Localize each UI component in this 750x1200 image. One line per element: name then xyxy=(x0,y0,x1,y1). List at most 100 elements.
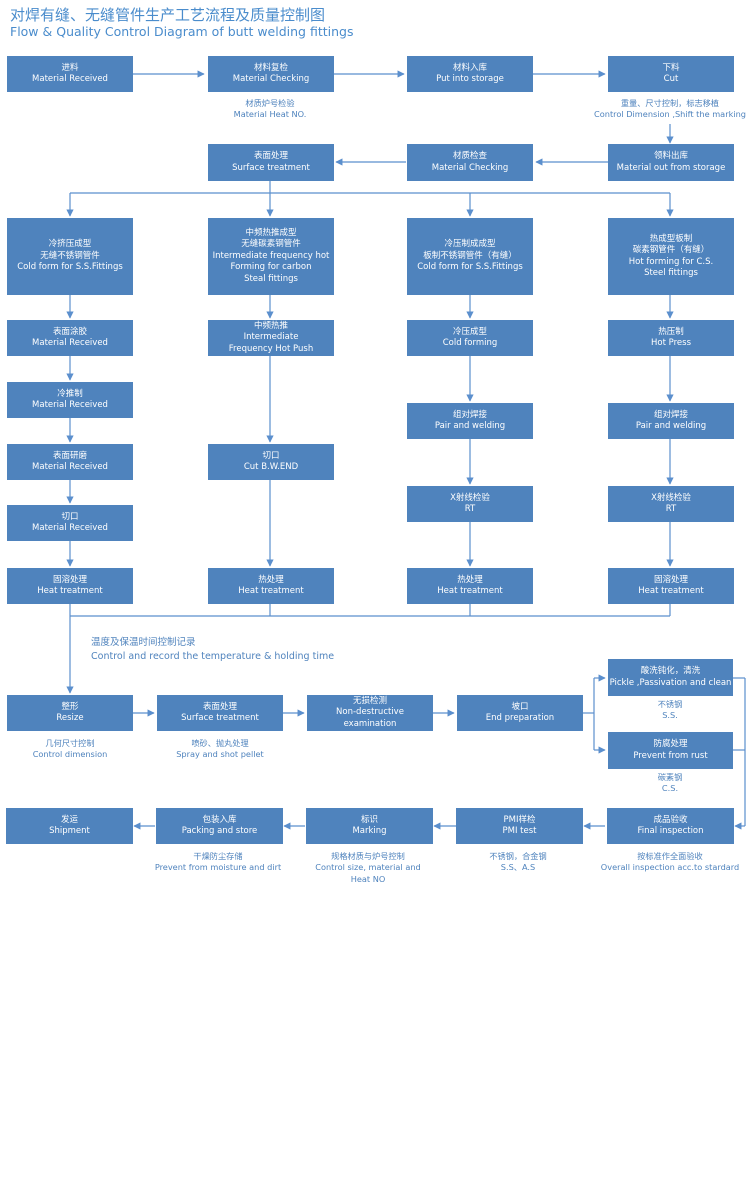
process-box-text: RT xyxy=(464,504,476,514)
process-box-text: 冷挤压成型 xyxy=(48,239,92,250)
caption-text: 规格材质与炉号控制 xyxy=(331,851,405,861)
process-box-text: examination xyxy=(343,718,397,729)
caption-text: 不锈钢，合金钢 xyxy=(489,851,547,861)
process-box-text: Material Received xyxy=(32,462,108,472)
process-box-text: 组对焊接 xyxy=(653,409,688,420)
process-box-text: 表面处理 xyxy=(202,701,237,712)
process-box-text: 冷压成型 xyxy=(452,326,487,337)
caption-text: Overall inspection acc.to stardard xyxy=(600,862,740,873)
process-box-text: Surface treatment xyxy=(181,713,259,723)
caption-text: 按标准作全面验收 xyxy=(637,851,703,861)
process-box-text: 材料复检 xyxy=(253,62,288,73)
process-box-text: Material Received xyxy=(32,338,108,348)
diagram-title-cn: 对焊有缝、无缝管件生产工艺流程及质量控制图 xyxy=(10,6,326,24)
process-box-text: Heat treatment xyxy=(638,586,704,596)
process-box-text: Material out from storage xyxy=(616,162,726,173)
process-box-text: 标识 xyxy=(360,814,378,825)
process-box-text: Frequency Hot Push xyxy=(228,343,314,354)
process-box-text: Shipment xyxy=(49,826,90,836)
process-box-text: 碳素钢管件（有缝） xyxy=(632,245,710,256)
process-box-text: Surface treatment xyxy=(232,162,310,173)
process-box-text: Prevent from rust xyxy=(633,750,708,761)
process-box-text: 无损检测 xyxy=(352,695,387,706)
process-box-c4a: 热成型板制碳素钢管件（有缝）Hot forming for C.S.Steel … xyxy=(608,218,734,295)
process-box-text: 热成型板制 xyxy=(649,233,693,244)
process-box-text: 表面涂胶 xyxy=(52,326,87,337)
caption-text: Prevent from moisture and dirt xyxy=(154,862,282,873)
process-box-text: 酸洗钝化，清洗 xyxy=(640,666,701,677)
process-box-text: 包装入库 xyxy=(202,814,237,825)
process-box-text: End preparation xyxy=(485,713,555,723)
process-box-text: Material Received xyxy=(32,400,108,410)
process-box-text: 组对焊接 xyxy=(452,409,487,420)
diagram-title-en: Flow & Quality Control Diagram of butt w… xyxy=(10,24,354,39)
process-box-text: Pair and welding xyxy=(434,421,506,431)
process-box-text: Cold form for S.S.Fittings xyxy=(417,262,523,273)
process-box-text: 整形 xyxy=(61,701,79,712)
process-box-text: Final inspection xyxy=(637,826,704,836)
process-box-text: 板制不锈钢管件（有缝） xyxy=(423,250,517,261)
process-box-text: Material Checking xyxy=(232,74,310,84)
temperature-note-cn: 温度及保温时间控制记录 xyxy=(91,637,196,648)
caption-text: Material Heat NO. xyxy=(233,109,307,120)
process-box-text: 下料 xyxy=(662,62,680,73)
caption-text: 几何尺寸控制 xyxy=(45,738,95,748)
process-box-text: Marking xyxy=(352,826,387,836)
process-box-text: 材料入库 xyxy=(452,62,487,73)
caption-text: Control size, material and xyxy=(315,862,421,873)
process-box-text: Forming for carbon xyxy=(230,262,312,273)
caption-text: 材质炉号检验 xyxy=(245,98,295,108)
process-box-text: Cold form for S.S.Fittings xyxy=(17,262,123,273)
process-box-text: 进料 xyxy=(61,62,79,73)
process-box-text: 冷压制成成型 xyxy=(444,239,496,250)
process-box-text: Non-destructive xyxy=(336,707,404,718)
caption-text: 喷砂、抛丸处理 xyxy=(191,738,249,748)
process-box-text: 热压制 xyxy=(658,326,684,337)
process-box-text: 坡口 xyxy=(511,701,529,712)
process-box-text: 切口 xyxy=(262,450,280,461)
caption-text: Control Dimension ,Shift the marking xyxy=(594,109,746,120)
temperature-note-en: Control and record the temperature & hol… xyxy=(91,650,335,662)
process-box-text: X射线检验 xyxy=(651,492,691,503)
caption-text: 不锈钢 xyxy=(657,699,683,709)
process-box-text: 无缝碳素钢管件 xyxy=(241,239,301,250)
process-box-text: Cut xyxy=(663,74,679,84)
process-box-text: Pair and welding xyxy=(635,421,707,431)
process-box-text: 固溶处理 xyxy=(52,574,87,585)
process-box-text: Heat treatment xyxy=(238,586,304,596)
process-box-text: 中频热推成型 xyxy=(245,227,297,238)
process-box-text: Packing and store xyxy=(181,826,258,836)
process-box-text: Resize xyxy=(56,713,84,723)
process-box-c3a: 冷压制成成型板制不锈钢管件（有缝）Cold form for S.S.Fitti… xyxy=(407,218,533,295)
process-box-text: 热处理 xyxy=(457,574,483,585)
process-box-text: 无缝不锈钢管件 xyxy=(40,250,100,261)
process-box-text: RT xyxy=(665,504,677,514)
